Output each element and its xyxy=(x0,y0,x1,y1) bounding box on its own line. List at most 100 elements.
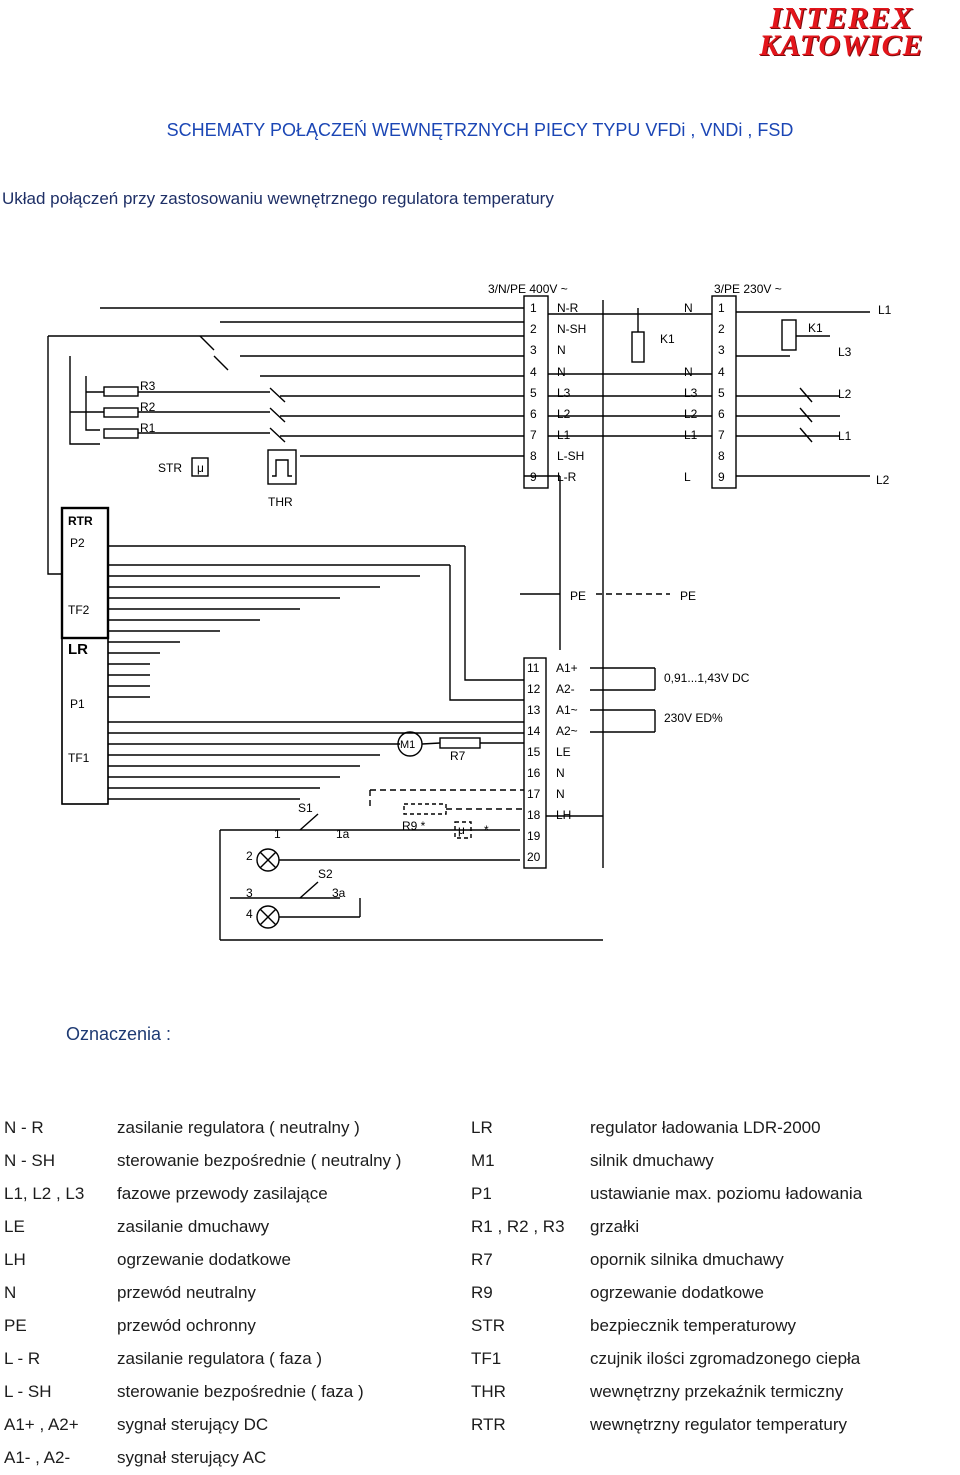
legend-symbol: R9 xyxy=(471,1283,493,1302)
legend-row: L1, L2 , L3 fazowe przewody zasilające P1 u… xyxy=(0,1178,960,1211)
legend-description: przewód ochronny xyxy=(117,1316,256,1335)
switch-number: 1 xyxy=(274,827,281,841)
legend-symbol: N xyxy=(4,1283,17,1302)
str-mu-label: μ xyxy=(197,461,204,475)
lower-terminal-label: N xyxy=(556,766,565,780)
diagram-wires xyxy=(47,295,870,941)
legend-symbol: P1 xyxy=(471,1184,492,1203)
lower-terminal: 16 xyxy=(527,766,541,780)
pe-label: PE xyxy=(680,589,696,603)
lower-terminal: 13 xyxy=(527,703,541,717)
ac-signal-label: 230V ED% xyxy=(664,711,723,725)
legend-symbol: R1 , R2 , R3 xyxy=(471,1217,565,1236)
legend-description: sygnał sterujący AC xyxy=(117,1448,267,1467)
terminal-left: 5 xyxy=(530,386,537,400)
legend-description: sygnał sterujący DC xyxy=(117,1415,269,1434)
lower-terminal-label: N xyxy=(556,787,565,801)
r9-mu-label: μ xyxy=(458,823,465,837)
k1-line-label: L1 xyxy=(684,428,698,442)
legend-symbol: L1, L2 , L3 xyxy=(4,1184,85,1203)
terminal-right: 4 xyxy=(718,365,725,379)
terminal-right: 1 xyxy=(718,301,725,315)
switch-number: 3a xyxy=(332,886,346,900)
terminal-right: 5 xyxy=(718,386,725,400)
legend-description: silnik dmuchawy xyxy=(590,1151,714,1170)
legend-row: PE przewód ochronny STR bezpiecznik tempera… xyxy=(0,1310,960,1343)
terminal-label: L-SH xyxy=(557,449,584,463)
k1-line-label: L3 xyxy=(684,386,698,400)
terminal-left: 6 xyxy=(530,407,537,421)
terminal-label: N-R xyxy=(557,301,579,315)
lower-terminal-label: A2~ xyxy=(556,724,578,738)
terminal-left: 4 xyxy=(530,365,537,379)
tf1-label: TF1 xyxy=(68,751,90,765)
lower-terminal: 15 xyxy=(527,745,541,759)
legend-description: zasilanie regulatora ( neutralny ) xyxy=(117,1118,360,1137)
legend-symbol: PE xyxy=(4,1316,27,1335)
terminal-left: 3 xyxy=(530,343,537,357)
legend-description: wewnętrzny przekaźnik termiczny xyxy=(590,1382,844,1401)
legend-description: przewód neutralny xyxy=(117,1283,256,1302)
line-label: L3 xyxy=(838,345,852,359)
terminal-label: L-R xyxy=(557,470,577,484)
lower-terminal-label: LE xyxy=(556,745,571,759)
lower-terminal-label: A2- xyxy=(556,682,575,696)
legend-row: A1- , A2- sygnał sterujący AC xyxy=(0,1442,960,1475)
tf2-label: TF2 xyxy=(68,603,90,617)
legend-symbol: STR xyxy=(471,1316,505,1335)
terminal-left: 7 xyxy=(530,428,537,442)
k1-line-label: N xyxy=(684,301,693,315)
r9-star: * xyxy=(484,823,489,837)
switch-number: 4 xyxy=(246,907,253,921)
terminal-left: 1 xyxy=(530,301,537,315)
terminal-label: N xyxy=(557,365,566,379)
legend-description: opornik silnika dmuchawy xyxy=(590,1250,784,1269)
m1-label: M1 xyxy=(400,739,415,751)
legend-symbol: A1- , A2- xyxy=(4,1448,71,1467)
terminal-label: L2 xyxy=(557,407,571,421)
legend-description: ogrzewanie dodatkowe xyxy=(590,1283,764,1302)
lower-terminal: 18 xyxy=(527,808,541,822)
terminal-right: 6 xyxy=(718,407,725,421)
lower-terminal: 14 xyxy=(527,724,541,738)
terminal-label: L1 xyxy=(557,428,571,442)
r9-label: R9 * xyxy=(402,819,426,833)
page-title: SCHEMATY POŁĄCZEŃ WEWNĘTRZNYCH PIECY TYP… xyxy=(166,120,794,140)
resistor-label: R3 xyxy=(140,379,156,393)
dc-signal-label: 0,91...1,43V DC xyxy=(664,671,750,685)
legend-description: fazowe przewody zasilające xyxy=(117,1184,328,1203)
legend-description: regulator ładowania LDR-2000 xyxy=(590,1118,821,1137)
legend-description: ustawianie max. poziomu ładowania xyxy=(590,1184,863,1203)
k1-line-label: L xyxy=(684,470,691,484)
lower-terminal: 12 xyxy=(527,682,541,696)
terminal-label: N-SH xyxy=(557,322,586,336)
terminal-right: 7 xyxy=(718,428,725,442)
logo-line-2: KATOWICE xyxy=(759,29,924,62)
lower-terminal-label: A1~ xyxy=(556,703,578,717)
terminal-right: 8 xyxy=(718,449,725,463)
line-label: L1 xyxy=(878,303,892,317)
legend-symbol: N - SH xyxy=(4,1151,55,1170)
lower-terminal-label: A1+ xyxy=(556,661,578,675)
lower-terminal: 11 xyxy=(527,661,540,675)
s1-label: S1 xyxy=(298,801,313,815)
resistor-label: R1 xyxy=(140,421,156,435)
legend-description: sterowanie bezpośrednie ( faza ) xyxy=(117,1382,364,1401)
legend-description: bezpiecznik temperaturowy xyxy=(590,1316,796,1335)
legend-description: zasilanie dmuchawy xyxy=(117,1217,270,1236)
legend-description: zasilanie regulatora ( faza ) xyxy=(117,1349,323,1368)
legend-description: ogrzewanie dodatkowe xyxy=(117,1250,291,1269)
switch-number: 1a xyxy=(336,827,350,841)
legend-symbol: R7 xyxy=(471,1250,493,1269)
lr-label: LR xyxy=(68,641,88,658)
legend-symbol: A1+ , A2+ xyxy=(4,1415,79,1434)
page-subtitle: Układ połączeń przy zastosowaniu wewnętr… xyxy=(2,189,554,208)
k1-label: K1 xyxy=(660,332,675,346)
